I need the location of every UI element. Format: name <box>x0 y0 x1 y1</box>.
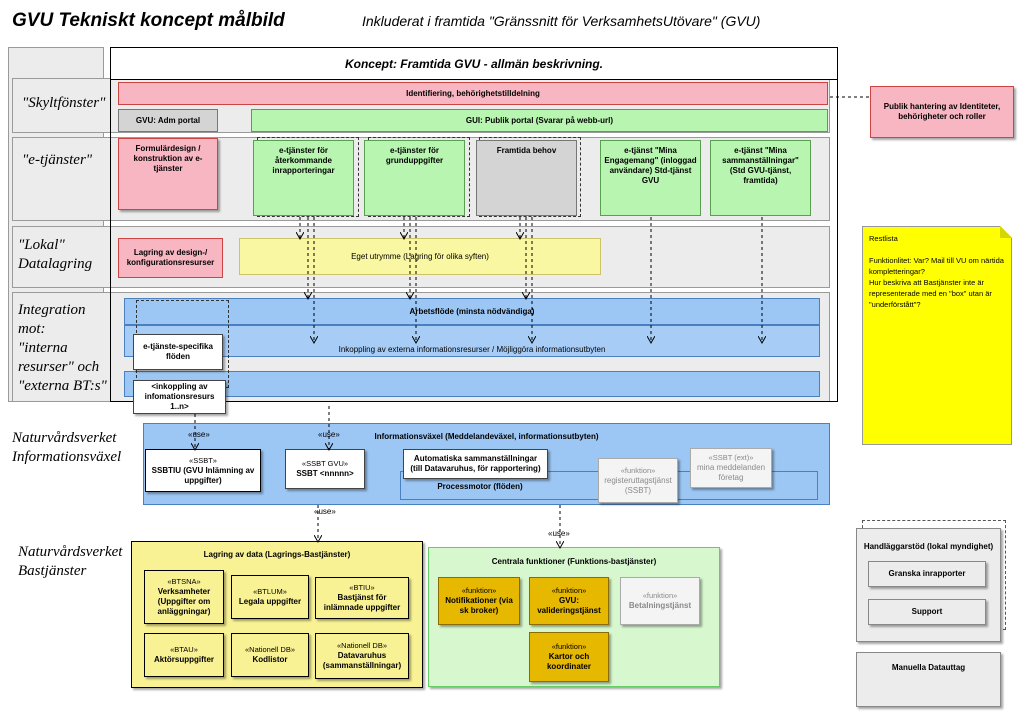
datavaruhus[interactable]: «Nationell DB» Datavaruhus (sammanställn… <box>315 633 409 679</box>
lane-label-bastjanster: Naturvårdsverket Bastjänster <box>18 544 123 579</box>
support[interactable]: Support <box>868 599 986 625</box>
lane-label-vaxel: Naturvårdsverket Informationsväxel <box>12 430 122 465</box>
reg-label: registeruttagstjänst (SSBT) <box>604 475 672 495</box>
lane-label-integration: Integration mot: "interna resurser" och … <box>18 302 107 394</box>
btiu-label: Bastjänst för inlämnade uppgifter <box>323 593 401 612</box>
kartor-label: Kartor och koordinater <box>546 652 591 671</box>
handlaggarstod-title: Handläggarstöd (lokal myndighet) <box>863 542 994 551</box>
btau-label: Aktörsuppgifter <box>154 655 214 664</box>
registeruttagstjanst[interactable]: «funktion» registeruttagstjänst (SSBT) <box>598 458 678 503</box>
publik-hantering[interactable]: Publik hantering av Identiteter, behörig… <box>870 86 1014 138</box>
centrala-funktioner-title: Centrala funktioner (Funktions-bastjänst… <box>491 557 657 566</box>
etj-specifika-floden[interactable]: e-tjänste-specifika flöden <box>133 334 223 370</box>
btlum-st: «BTLUM» <box>253 587 287 596</box>
ssbtiu-stereotype: «SSBT» <box>189 455 217 465</box>
mina-meddelanden[interactable]: «SSBT (ext)» mina meddelanden företag <box>690 448 772 488</box>
btsna-label: Verksamheter (Uppgifter om anläggningar) <box>157 587 211 616</box>
concept-title-bar: Koncept: Framtida GVU - allmän beskrivni… <box>110 47 838 80</box>
inkoppling-externa-bar[interactable]: Inkoppling av externa informationsresurs… <box>124 325 820 357</box>
formular-design[interactable]: Formulärdesign / konstruktion av e-tjäns… <box>118 138 218 210</box>
valideringstjanst[interactable]: «funktion» GVU: valideringstjänst <box>529 577 609 625</box>
ssbt-gvu[interactable]: «SSBT GVU» SSBT <nnnnn> <box>285 449 365 489</box>
lagring-design[interactable]: Lagring av design-/ konfigurationsresurs… <box>118 238 223 278</box>
lane-label-etjanster: "e-tjänster" <box>22 152 93 168</box>
eget-utrymme[interactable]: Eget utrymme (Lagring för olika syften) <box>239 238 601 275</box>
datavaruhus-st: «Nationell DB» <box>336 641 388 650</box>
btau[interactable]: «BTAU» Aktörsuppgifter <box>144 633 224 677</box>
betal-label: Betalningstjänst <box>628 601 692 610</box>
use-label-1: «use» <box>188 430 210 439</box>
processmotor-label: Processmotor (flöden) <box>437 482 523 491</box>
btau-st: «BTAU» <box>170 645 198 654</box>
notif-label: Notifikationer (via sk broker) <box>445 596 513 615</box>
datavaruhus-label: Datavaruhus (sammanställningar) <box>322 651 402 670</box>
kartor-koordinater[interactable]: «funktion» Kartor och koordinater <box>529 632 609 682</box>
kartor-st: «funktion» <box>551 642 587 651</box>
manuella-label: Manuella Datauttag <box>891 663 966 672</box>
valid-label: GVU: valideringstjänst <box>537 596 601 615</box>
reg-stereotype: «funktion» <box>620 465 656 475</box>
inkoppling-externa-label: Inkoppling av externa informationsresurs… <box>338 345 606 354</box>
integration-lower-bar <box>124 371 820 397</box>
notifikationer[interactable]: «funktion» Notifikationer (via sk broker… <box>438 577 520 625</box>
btlum[interactable]: «BTLUM» Legala uppgifter <box>231 575 309 619</box>
betal-st: «funktion» <box>642 591 678 600</box>
inkoppling-resurs[interactable]: <inkoppling av infomationsresurs 1..n> <box>133 380 226 414</box>
kodlistor-label: Kodlistor <box>252 655 288 664</box>
kodlistor-st: «Nationell DB» <box>244 645 296 654</box>
lagring-av-data-title: Lagring av data (Lagrings-Bastjänster) <box>203 550 351 559</box>
btsna-st: «BTSNA» <box>167 577 201 586</box>
publik-portal[interactable]: GUI: Publik portal (Svarar på webb-url) <box>251 109 828 132</box>
lane-label-lokal: "Lokal" Datalagring <box>18 237 93 272</box>
ssbt-gvu-label: SSBT <nnnnn> <box>296 469 354 478</box>
concept-title: Koncept: Framtida GVU - allmän beskrivni… <box>344 56 604 71</box>
mina-stereotype: «SSBT (ext)» <box>708 453 754 462</box>
ssbt-gvu-stereotype: «SSBT GVU» <box>301 459 349 468</box>
kodlistor[interactable]: «Nationell DB» Kodlistor <box>231 633 309 677</box>
mina-sammanstallningar[interactable]: e-tjänst "Mina sammanställningar" (Std G… <box>710 140 811 216</box>
betalningstjanst[interactable]: «funktion» Betalningstjänst <box>620 577 700 625</box>
informationsvaxel-title: Informationsväxel (Meddelandeväxel, info… <box>374 432 599 441</box>
note-fold <box>1000 226 1012 238</box>
mina-engagemang[interactable]: e-tjänst "Mina Engagemang" (inloggad anv… <box>600 140 701 216</box>
btsna[interactable]: «BTSNA» Verksamheter (Uppgifter om anläg… <box>144 570 224 624</box>
arbetsflode-bar[interactable]: Arbetsflöde (minsta nödvändiga) <box>124 298 820 325</box>
ident-bar[interactable]: Identifiering, behörighetstilldelning <box>118 82 828 105</box>
granska-inrapporter[interactable]: Granska inrapporter <box>868 561 986 587</box>
notif-st: «funktion» <box>461 586 497 595</box>
btiu-st: «BTIU» <box>349 583 375 592</box>
page-title: GVU Tekniskt koncept målbild <box>12 10 285 31</box>
lane-label-skylt: "Skyltfönster" <box>22 95 106 111</box>
mina-label: mina meddelanden företag <box>696 463 766 482</box>
page-subtitle: Inkluderat i framtida "Gränssnitt för Ve… <box>362 13 761 29</box>
ssbtiu-label: SSBTIU (GVU Inlämning av uppgifter) <box>151 465 255 485</box>
automatiska-sammanstallningar[interactable]: Automatiska sammanställningar (till Data… <box>403 449 548 479</box>
etj-grunduppgifter[interactable]: e-tjänster för grunduppgifter <box>364 140 465 216</box>
use-label-2: «use» <box>318 430 340 439</box>
ssbtiu[interactable]: «SSBT» SSBTIU (GVU Inlämning av uppgifte… <box>145 449 261 492</box>
adm-portal[interactable]: GVU: Adm portal <box>118 109 218 132</box>
use-label-3: «use» <box>314 507 336 516</box>
framtida-behov[interactable]: Framtida behov <box>476 140 577 216</box>
btiu[interactable]: «BTIU» Bastjänst för inlämnade uppgifter <box>315 577 409 619</box>
restlista-note: Restlista Funktionlitet: Var? Mail till … <box>862 226 1012 445</box>
valid-st: «funktion» <box>551 586 587 595</box>
manuella-datauttag[interactable]: Manuella Datauttag <box>856 652 1001 707</box>
use-label-4: «use» <box>548 529 570 538</box>
btlum-label: Legala uppgifter <box>238 597 302 606</box>
etj-aterkommande[interactable]: e-tjänster för återkommande inrapporteri… <box>253 140 354 216</box>
